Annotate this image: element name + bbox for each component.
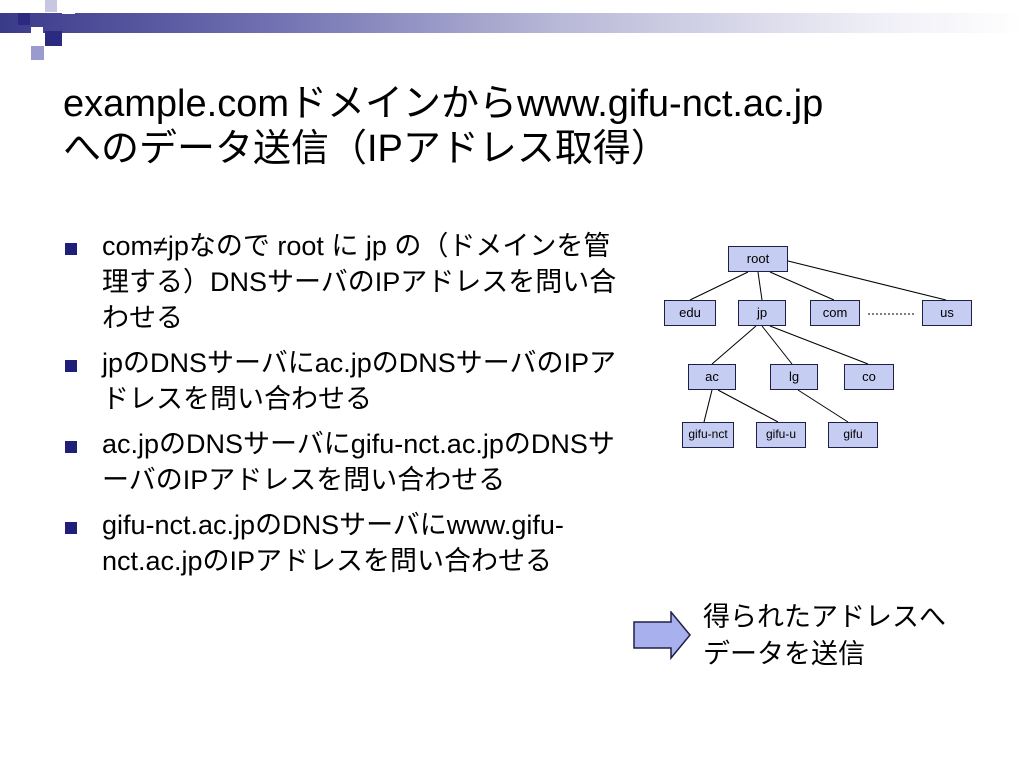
bullet-square-icon xyxy=(65,243,77,255)
bullet-text: ac.jpのDNSサーバにgifu-nct.ac.jpのDNSサーバのIPアドレ… xyxy=(102,429,615,495)
edge-ac-gifunct xyxy=(703,389,713,423)
bullet-square-icon xyxy=(65,441,77,453)
tree-node-edu: edu xyxy=(664,300,716,326)
header-band xyxy=(0,13,1024,33)
edge-root-jp xyxy=(757,271,763,301)
bullet-list: com≠jpなので root に jp の（ドメインを管理する）DNSサーバのI… xyxy=(62,228,632,588)
bullet-text: jpのDNSサーバにac.jpのDNSサーバのIPアドレスを問い合わせる xyxy=(102,348,617,414)
tree-node-gifu: gifu xyxy=(828,422,878,448)
title-line-2: へのデータ送信（IPアドレス取得） xyxy=(63,128,669,170)
edge-jp-co xyxy=(769,325,869,365)
slide-title: example.comドメインからwww.gifu-nct.ac.jp へのデー… xyxy=(63,82,963,172)
bullet-text: com≠jpなので root に jp の（ドメインを管理する）DNSサーバのI… xyxy=(102,231,617,333)
tree-node-gifu-u: gifu-u xyxy=(756,422,806,448)
bullet-item: jpのDNSサーバにac.jpのDNSサーバのIPアドレスを問い合わせる xyxy=(62,345,632,417)
edge-ac-gifuu xyxy=(717,389,779,423)
edge-jp-lg xyxy=(761,325,793,365)
title-line-1: example.comドメインからwww.gifu-nct.ac.jp xyxy=(63,83,824,125)
edge-jp-ac xyxy=(711,325,757,365)
tree-node-root: root xyxy=(728,246,788,272)
result-line-1: 得られたアドレスへ xyxy=(703,602,946,632)
edge-root-edu xyxy=(689,271,749,301)
bullet-item: com≠jpなので root に jp の（ドメインを管理する）DNSサーバのI… xyxy=(62,228,632,336)
tree-node-com: com xyxy=(810,300,860,326)
tree-node-ac: ac xyxy=(688,364,736,390)
edge-lg-gifu xyxy=(797,389,849,423)
bullet-item: ac.jpのDNSサーバにgifu-nct.ac.jpのDNSサーバのIPアドレ… xyxy=(62,426,632,498)
bullet-square-icon xyxy=(65,360,77,372)
tree-node-co: co xyxy=(844,364,894,390)
tree-node-gifu-nct: gifu-nct xyxy=(682,422,734,448)
tree-node-lg: lg xyxy=(770,364,818,390)
bullet-square-icon xyxy=(65,522,77,534)
edge-root-com xyxy=(769,271,835,301)
result-line-2: データを送信 xyxy=(703,639,865,669)
bullet-text: gifu-nct.ac.jpのDNSサーバにwww.gifu-nct.ac.jp… xyxy=(102,510,564,576)
bullet-item: gifu-nct.ac.jpのDNSサーバにwww.gifu-nct.ac.jp… xyxy=(62,507,632,579)
tree-node-jp: jp xyxy=(738,300,786,326)
tree-connectors xyxy=(689,259,947,423)
tree-node-us: us xyxy=(922,300,972,326)
right-arrow-icon xyxy=(633,611,691,661)
edge-root-us xyxy=(783,259,947,301)
result-text: 得られたアドレスへ データを送信 xyxy=(703,599,993,673)
